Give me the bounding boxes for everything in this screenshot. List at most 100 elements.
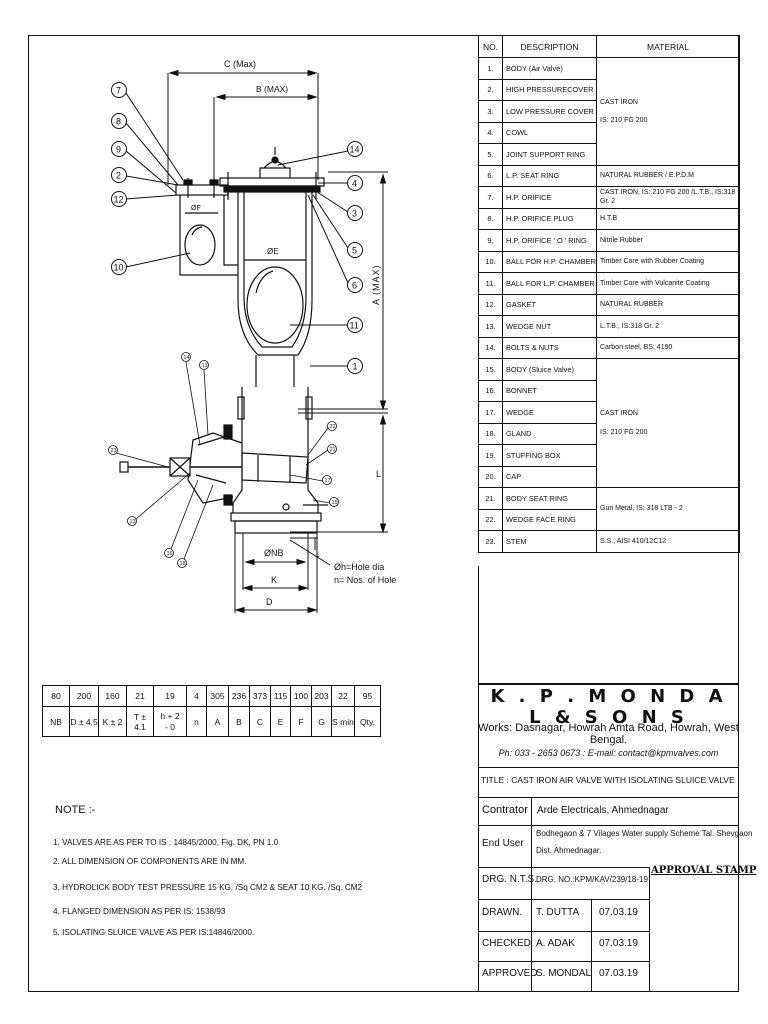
- divider: [479, 931, 649, 932]
- bom-no: 4.: [478, 121, 503, 144]
- callout-10: 10: [111, 252, 191, 275]
- bom-no: 7.: [478, 186, 503, 209]
- air-valve-body: ØE ØF: [175, 147, 325, 428]
- drawing-number: DRG. NO.:KPM/KAV/239/18-19: [536, 875, 648, 884]
- svg-text:5: 5: [352, 246, 357, 256]
- drawn-by: T. DUTTA: [536, 907, 580, 918]
- callout-5: 5: [312, 194, 363, 258]
- dim-value: 373: [249, 685, 271, 707]
- dim-b-label: B (MAX): [256, 84, 288, 94]
- dim-nb-label: ØNB: [264, 548, 284, 558]
- bom-desc: BODY (Air Valve): [502, 57, 597, 80]
- callout-16-small: 16: [164, 479, 199, 558]
- divider: [479, 867, 649, 868]
- dim-label: Qty.: [354, 706, 381, 737]
- bom-desc: HIGH PRESSURECOVER: [502, 78, 597, 101]
- dim-value: 236: [228, 685, 250, 707]
- bom-desc: BODY (Sluice Valve): [502, 358, 597, 381]
- bom-desc: H.P. ORIFICE PLUG: [502, 207, 597, 230]
- bill-of-materials: NO. DESCRIPTION MATERIAL 1.BODY (Air Val…: [478, 35, 740, 553]
- bom-row: 21.BODY SEAT RING Gun Metal, IS: 318 LTB…: [478, 487, 740, 531]
- dimension-t: T: [290, 531, 320, 563]
- svg-text:21: 21: [330, 447, 336, 453]
- dim-label: K ± 2: [98, 706, 127, 737]
- svg-text:10: 10: [114, 263, 124, 273]
- callout-17-small: 17: [289, 474, 332, 485]
- dim-label: A: [206, 706, 229, 737]
- bom-no: 6.: [478, 164, 503, 187]
- note-item: 3. HYDROLICK BODY TEST PRESSURE 15 KG. /…: [53, 883, 363, 892]
- svg-text:18: 18: [180, 561, 186, 567]
- bom-material: Timber Core with Rubber Coating: [596, 250, 740, 273]
- callout-4: 4: [318, 175, 363, 191]
- bom-no: 17.: [478, 401, 503, 424]
- svg-text:14: 14: [350, 145, 360, 155]
- bom-desc: LOW PRESSURE COVER: [502, 100, 597, 123]
- svg-text:12: 12: [114, 195, 124, 205]
- dim-value: 305: [206, 685, 229, 707]
- bom-no: 3.: [478, 100, 503, 123]
- note-item: 1. VALVES ARE AS PER TO IS : 14845/2000,…: [53, 838, 279, 847]
- contractor-label: Contrator: [482, 804, 528, 816]
- dim-e-label: ØE: [267, 247, 279, 256]
- svg-text:14: 14: [184, 355, 190, 361]
- bom-header-material: MATERIAL: [596, 35, 740, 58]
- dim-value: 200: [69, 685, 99, 707]
- bom-material: Timber Core with Vulcanite Coating: [596, 272, 740, 295]
- bom-no: 2.: [478, 78, 503, 101]
- callout-7: 7: [111, 82, 184, 181]
- note-item: 5. ISOLATING SLUICE VALVE AS PER IS:1484…: [53, 928, 255, 937]
- bom-no: 11.: [478, 272, 503, 295]
- title-block: [478, 684, 739, 992]
- svg-text:3: 3: [352, 209, 357, 219]
- svg-text:16: 16: [167, 551, 173, 557]
- bom-blank-area: [478, 566, 739, 684]
- bom-header-description: DESCRIPTION: [502, 35, 597, 58]
- svg-text:11: 11: [350, 321, 359, 331]
- svg-text:7: 7: [116, 86, 121, 96]
- callout-14: 14: [277, 141, 363, 166]
- approved-by: S. MONDAL: [536, 968, 592, 979]
- bom-no: 10.: [478, 250, 503, 273]
- bom-desc: CAP: [502, 465, 597, 488]
- dim-label: n: [186, 706, 207, 737]
- note-item: 2. ALL DIMENSION OF COMPONENTS ARE IN MM…: [53, 857, 247, 866]
- bom-desc: H.P. ORIFICE: [502, 186, 597, 209]
- svg-text:1: 1: [353, 362, 358, 372]
- bom-desc: COWL: [502, 121, 597, 144]
- divider: [649, 867, 650, 991]
- bom-no: 16.: [478, 379, 503, 402]
- dimension-b: B (MAX): [213, 84, 318, 180]
- bom-no: 13.: [478, 315, 503, 338]
- callout-1: 1: [310, 358, 363, 374]
- bom-desc: WEDGE NUT: [502, 315, 597, 338]
- base-dimensions: ØNB K D Øh=Hole dia n= Nos. of Hole: [234, 533, 396, 614]
- notes-title: NOTE :-: [55, 804, 96, 816]
- svg-text:9: 9: [116, 145, 121, 155]
- dim-label: F: [290, 706, 312, 737]
- svg-text:22: 22: [330, 424, 336, 430]
- bom-row: 18.GLAND: [478, 422, 740, 445]
- dim-f-label: ØF: [191, 205, 201, 212]
- bom-row: 19.STUFFING BOX: [478, 444, 740, 467]
- checked-by: A. ADAK: [536, 938, 575, 949]
- dim-label: D ± 4.5: [69, 706, 99, 737]
- divider: [479, 961, 649, 962]
- dim-value: 4: [186, 685, 207, 707]
- bom-no: 19.: [478, 444, 503, 467]
- callout-11: 11: [290, 317, 363, 333]
- bom-desc: GLAND: [502, 422, 597, 445]
- divider: [531, 797, 532, 991]
- dim-label: E: [270, 706, 291, 737]
- dim-value: 19: [153, 685, 187, 707]
- divider: [479, 825, 738, 826]
- hole-note-1: Øh=Hole dia: [334, 562, 384, 572]
- sluice-valve-body: [119, 424, 328, 534]
- callout-9: 9: [111, 141, 177, 194]
